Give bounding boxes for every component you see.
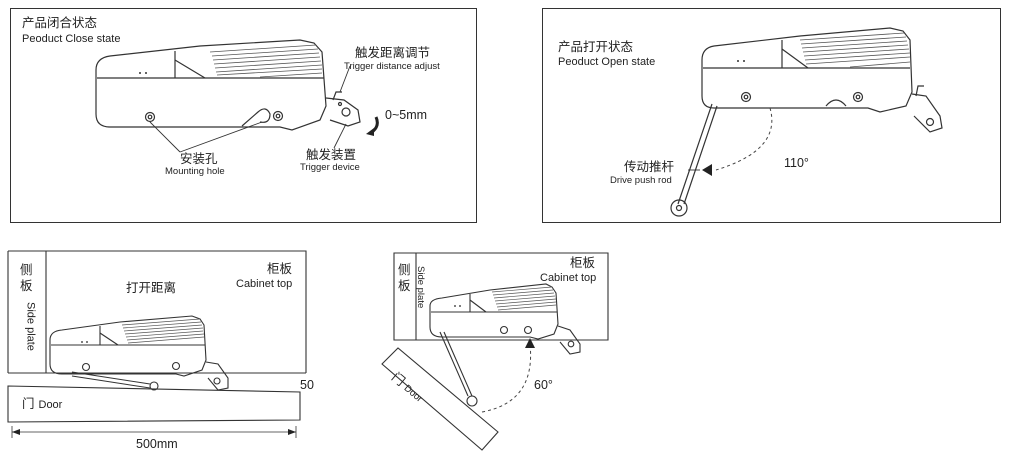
open-angle-label: 110° — [784, 156, 809, 170]
left-door-label: 门 Door — [22, 396, 63, 412]
left-cabinet-label-zh: 柜板 — [267, 261, 293, 276]
left-side-plate-label-zh: 侧板 — [20, 262, 34, 294]
close-state-title-zh: 产品闭合状态 — [22, 15, 98, 30]
width-dimension-label: 500mm — [136, 437, 178, 451]
mount-angle-label: 60° — [534, 378, 553, 392]
mounting-hole-label-en: Mounting hole — [165, 166, 225, 177]
open-state-title-en: Peoduct Open state — [558, 56, 656, 68]
push-rod-label-zh: 传动推杆 — [624, 159, 675, 174]
left-cabinet-label-en: Cabinet top — [236, 278, 293, 290]
mounting-hole-label-zh: 安装孔 — [180, 151, 218, 166]
open-distance-label: 打开距离 — [126, 280, 177, 295]
left-door-en: Door — [38, 399, 63, 411]
left-side-plate-label-en: Side plate — [24, 302, 37, 351]
gap-label: 50 — [300, 378, 314, 392]
left-side-plate-zh-text: 侧板 — [20, 262, 33, 293]
right-cabinet-label-zh: 柜板 — [570, 255, 596, 270]
right-side-plate-label-zh: 侧板 — [398, 262, 412, 294]
close-state-title-en: Peoduct Close state — [22, 33, 121, 45]
left-door-zh: 门 — [22, 396, 35, 411]
trigger-adjust-label-zh: 触发距离调节 — [355, 45, 431, 60]
right-side-plate-zh-text: 侧板 — [398, 262, 411, 293]
push-rod-label-en: Drive push rod — [610, 175, 672, 186]
right-cabinet-label-en: Cabinet top — [540, 272, 597, 284]
trigger-adjust-label-en: Trigger distance adjust — [344, 61, 440, 72]
right-side-plate-label-en: Side plate — [414, 266, 426, 309]
trigger-range-label: 0~5mm — [385, 108, 428, 122]
trigger-device-label-en: Trigger device — [300, 162, 360, 173]
trigger-device-label-zh: 触发装置 — [306, 147, 357, 162]
open-state-title-zh: 产品打开状态 — [558, 39, 634, 54]
